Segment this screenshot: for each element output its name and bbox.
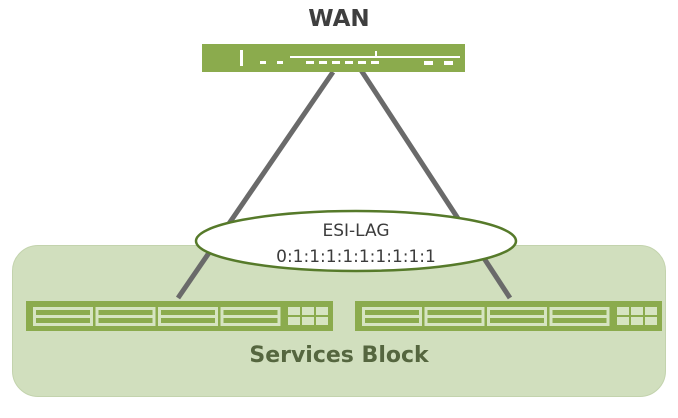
small-port <box>617 317 629 325</box>
switch-layer <box>26 301 662 331</box>
port-group <box>220 307 281 326</box>
port-group <box>549 307 610 326</box>
small-port <box>645 307 657 315</box>
port-group <box>487 307 547 326</box>
wan-label: WAN <box>308 6 370 32</box>
port-group <box>362 307 422 326</box>
port-group <box>424 307 485 326</box>
small-port <box>617 307 629 315</box>
switch-right[interactable] <box>355 301 662 331</box>
small-port <box>288 317 300 325</box>
switch-left[interactable] <box>26 301 333 331</box>
small-port <box>631 307 643 315</box>
port-group <box>158 307 218 326</box>
small-port <box>645 317 657 325</box>
link-wan-to-left-switch[interactable] <box>175 70 336 300</box>
esi-lag-identifier: 0:1:1:1:1:1:1:1:1:1 <box>276 247 436 267</box>
small-port <box>316 317 328 325</box>
port-group <box>95 307 156 326</box>
wan-router[interactable] <box>202 44 465 72</box>
small-port <box>631 317 643 325</box>
small-port <box>288 307 300 315</box>
services-block-label: Services Block <box>249 343 429 368</box>
esi-lag-title: ESI-LAG <box>322 221 389 241</box>
small-port <box>302 307 314 315</box>
small-port <box>302 317 314 325</box>
port-group <box>33 307 93 326</box>
esi-lag-ellipse[interactable]: ESI-LAG 0:1:1:1:1:1:1:1:1:1 <box>194 209 518 273</box>
small-port <box>316 307 328 315</box>
